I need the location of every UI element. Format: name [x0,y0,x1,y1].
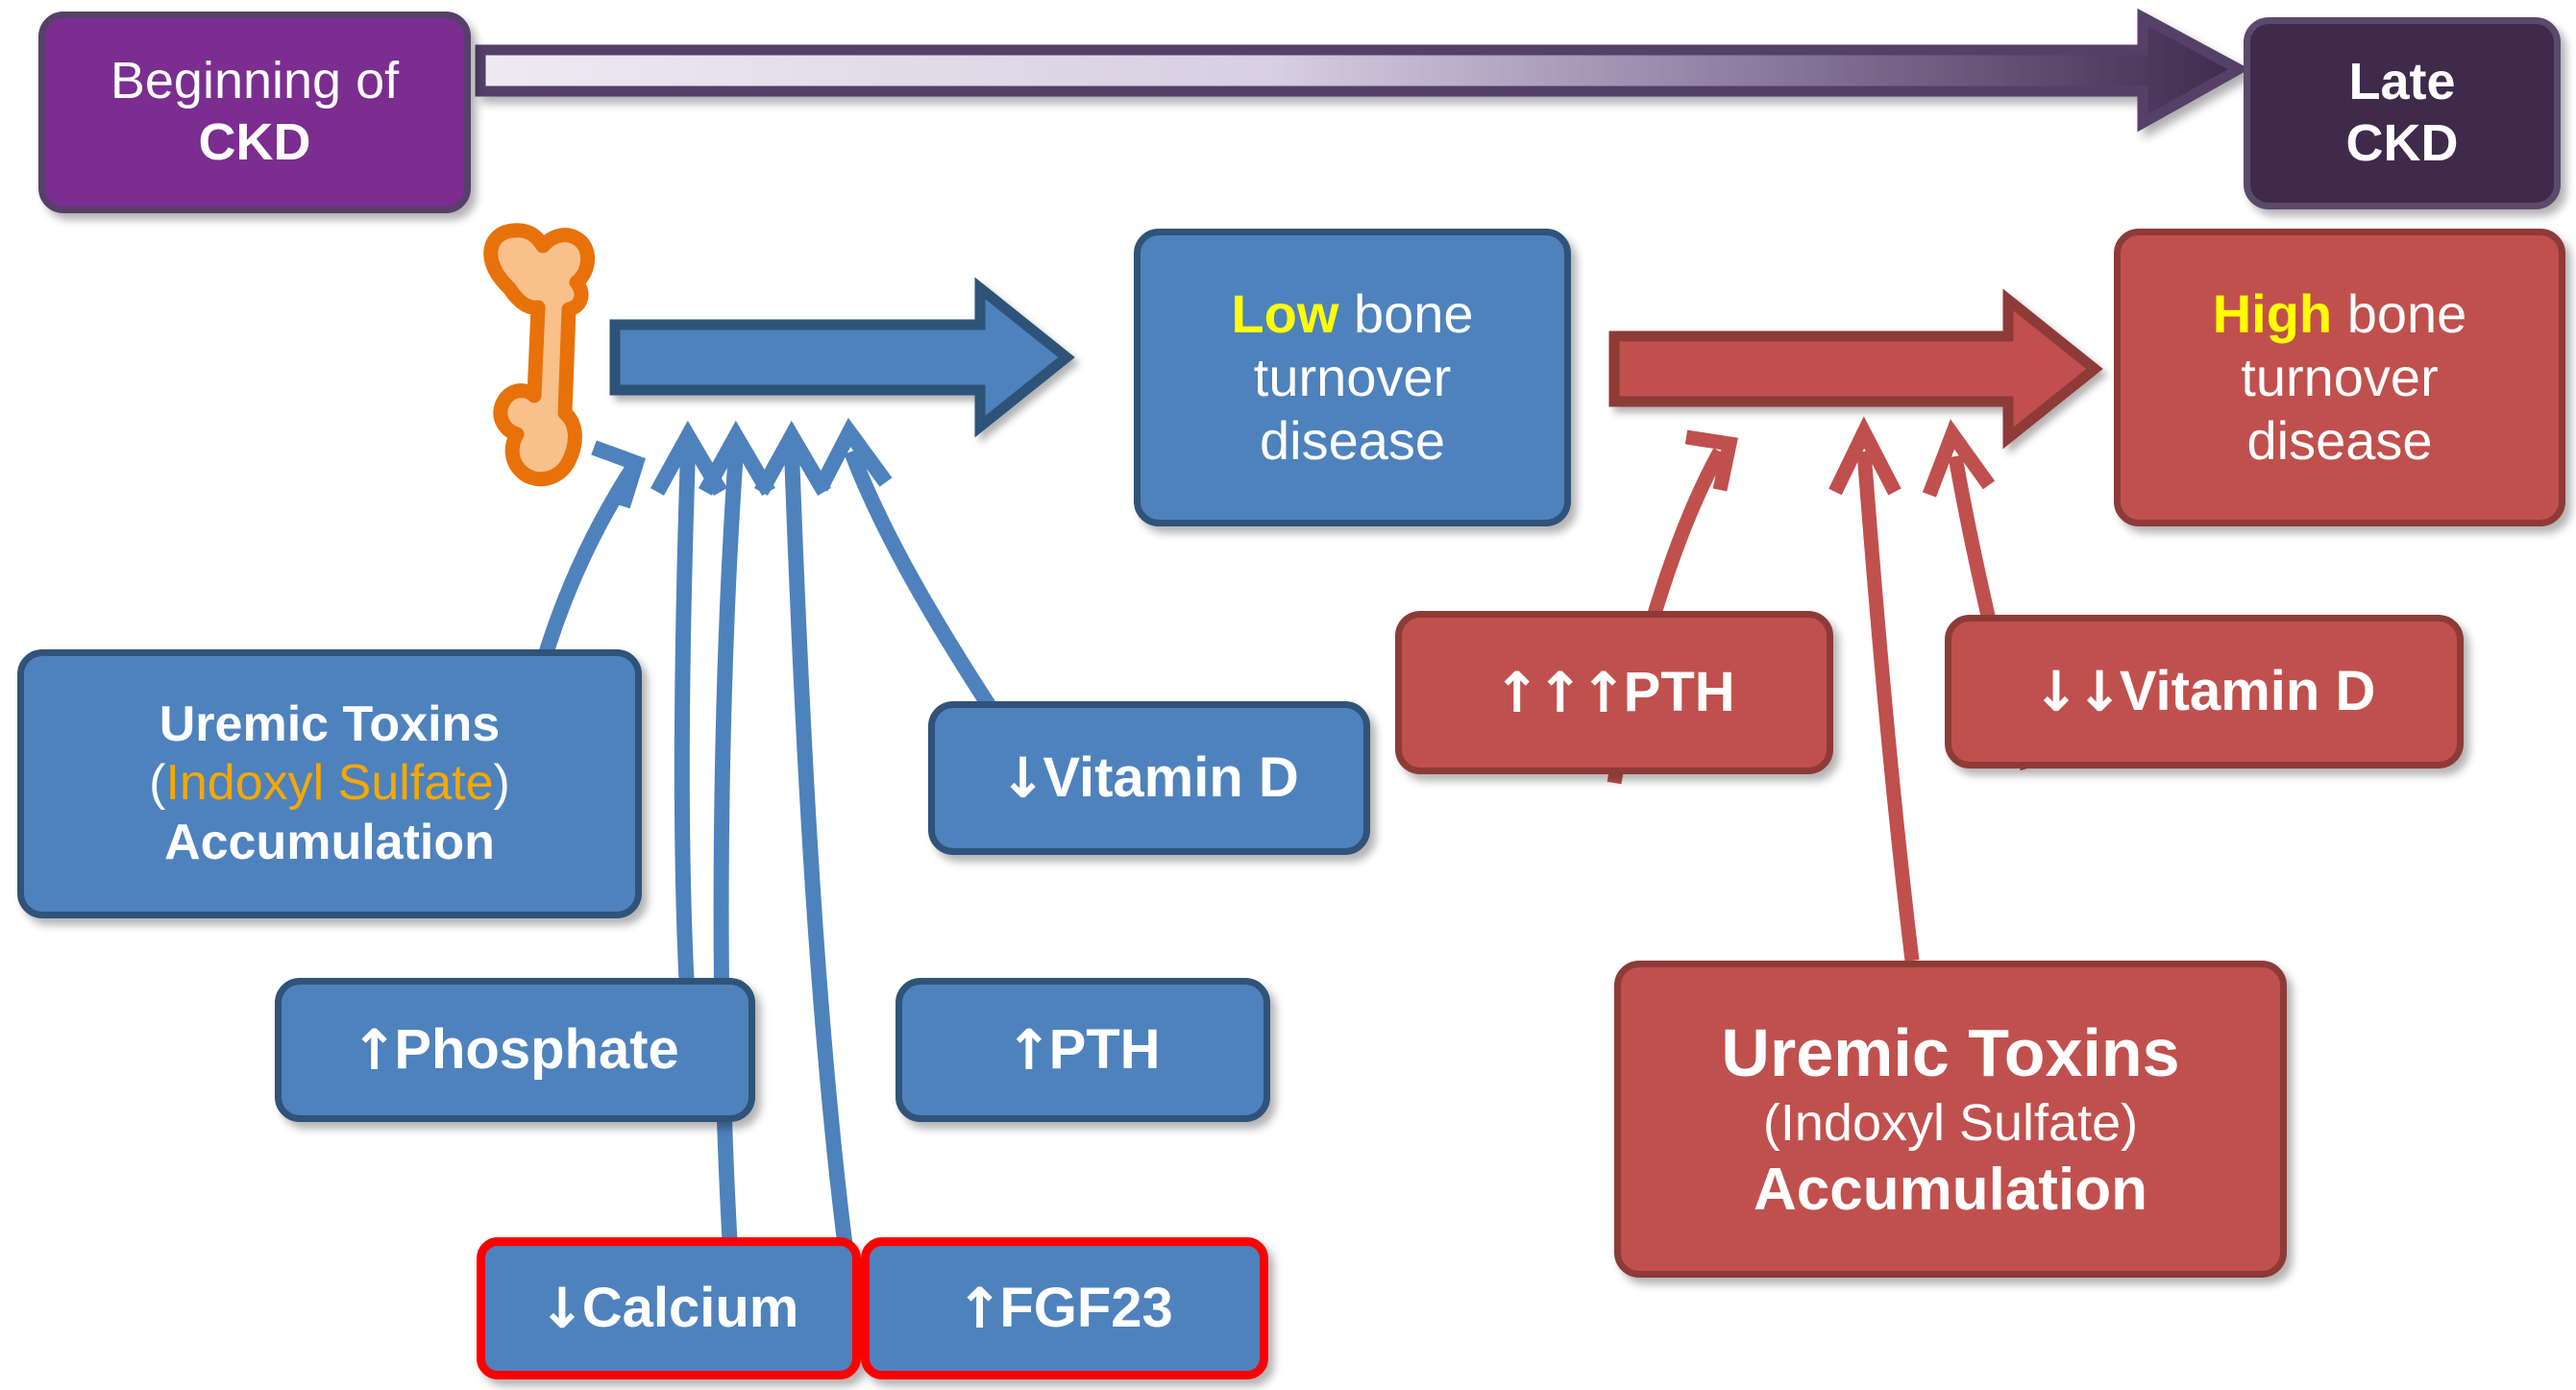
blue-main-arrow [609,277,1075,438]
uremic-toxins-blue-line2: (Indoxyl Sulfate) [149,755,510,812]
pth-red-box[interactable]: ↑↑↑ PTH [1395,611,1833,774]
beginning-of-ckd-line2: CKD [198,113,311,171]
uremic-toxins-red-line1: Uremic Toxins [1721,1015,2180,1091]
late-ckd-box[interactable]: Late CKD [2244,17,2561,209]
late-ckd-line1: Late [2348,53,2456,111]
phosphate-box[interactable]: ↑ Phosphate [275,978,755,1122]
fgf23-box[interactable]: ↑ FGF23 [861,1237,1268,1379]
bone-icon [483,223,596,487]
blue-feeder-arrow-5 [844,449,1012,735]
calcium-label: Calcium [581,1276,799,1339]
beginning-of-ckd-line1: Beginning of [110,52,400,110]
uremic-toxins-blue-line1: Uremic Toxins [159,695,501,752]
beginning-of-ckd-box[interactable]: Beginning of CKD [38,12,471,213]
pth-blue-content: ↑ PTH [1005,1017,1160,1083]
progression-gradient-arrow [475,8,2250,133]
high-bone-line1: High bone [2212,282,2467,344]
pth-red-label: PTH [1623,660,1735,723]
phosphate-content: ↑ Phosphate [351,1017,679,1083]
vitamin-d-red-box[interactable]: ↓↓ Vitamin D [1945,615,2464,768]
red-feeder-arrow-2 [1856,451,1920,962]
low-bone-line1: Low bone [1231,282,1474,344]
blue-feeder-arrow-3 [713,451,744,1250]
pth-red-content: ↑↑↑ PTH [1493,660,1734,725]
late-ckd-line2: CKD [2345,114,2459,172]
pth-blue-box[interactable]: ↑ PTH [895,978,1270,1122]
red-main-arrow [1608,288,2103,450]
uremic-toxins-red-line3: Accumulation [1754,1156,2147,1223]
uremic-toxins-blue-box[interactable]: Uremic Toxins (Indoxyl Sulfate) Accumula… [17,649,642,918]
blue-feeder-arrow-2 [674,451,696,990]
fgf23-label: FGF23 [999,1276,1173,1339]
vitamin-d-blue-label: Vitamin D [1043,745,1299,809]
pth-blue-label: PTH [1048,1017,1161,1081]
triple-up-arrow-icon: ↑↑↑ [1493,659,1627,725]
calcium-content: ↓ Calcium [539,1276,799,1341]
vitamin-d-blue-box[interactable]: ↓ Vitamin D [928,701,1370,855]
uremic-toxins-red-line2: (Indoxyl Sulfate) [1762,1093,2139,1152]
uremic-toxins-blue-line3: Accumulation [164,814,495,870]
up-arrow-icon: ↑ [351,1016,398,1083]
phosphate-label: Phosphate [394,1017,679,1081]
high-bone-turnover-disease-box[interactable]: High bone turnover disease [2114,229,2565,526]
up-arrow-icon: ↑ [956,1275,1003,1341]
low-bone-line3: disease [1259,410,1446,472]
vitamin-d-red-label: Vitamin D [2119,659,2376,722]
down-arrow-icon: ↓ [999,744,1046,811]
uremic-toxins-red-box[interactable]: Uremic Toxins (Indoxyl Sulfate) Accumula… [1614,961,2287,1278]
double-down-arrow-icon: ↓↓ [2032,658,2123,724]
low-bone-turnover-disease-box[interactable]: Low bone turnover disease [1134,229,1571,526]
vitamin-d-red-content: ↓↓ Vitamin D [2033,659,2376,724]
blue-feeder-arrow-4 [784,451,853,1250]
up-arrow-icon: ↑ [1005,1016,1052,1083]
calcium-box[interactable]: ↓ Calcium [477,1237,861,1379]
down-arrow-icon: ↓ [538,1275,586,1341]
vitamin-d-blue-content: ↓ Vitamin D [999,745,1299,811]
high-bone-line2: turnover [2241,346,2439,407]
fgf23-content: ↑ FGF23 [956,1276,1173,1341]
high-bone-line3: disease [2246,410,2433,472]
low-bone-line2: turnover [1253,346,1452,407]
